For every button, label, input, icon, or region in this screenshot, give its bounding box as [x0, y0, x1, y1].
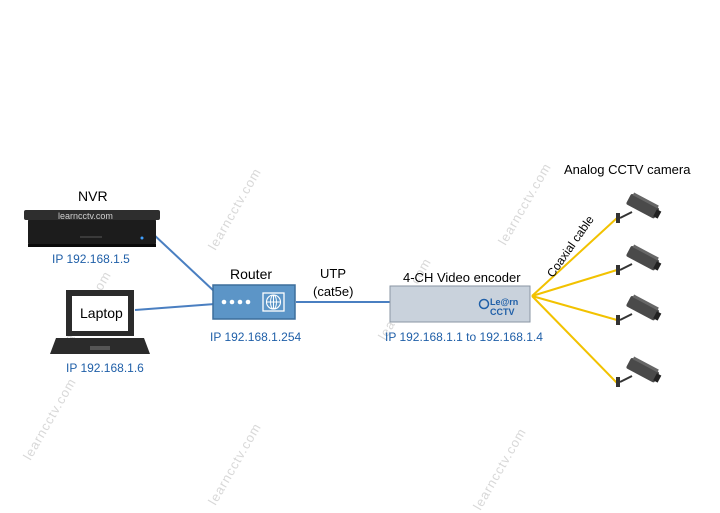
- encoder-logo-line2: CCTV: [490, 307, 515, 317]
- nvr-device: [24, 210, 160, 247]
- video-encoder-device: [389, 285, 531, 323]
- encoder-ip: IP 192.168.1.1 to 192.168.1.4: [385, 330, 543, 344]
- laptop-ip: IP 192.168.1.6: [66, 361, 144, 375]
- nvr-router-link: [151, 232, 216, 293]
- laptop-title: Laptop: [80, 305, 123, 321]
- camera-icon-1: [616, 192, 662, 223]
- router-device: [212, 284, 296, 320]
- coaxial-cables: [531, 217, 618, 384]
- encoder-logo-line1: Le@rn: [490, 297, 519, 307]
- link-cable-label: (cat5e): [313, 284, 354, 299]
- router-title: Router: [230, 266, 273, 282]
- router-ip: IP 192.168.1.254: [210, 330, 302, 344]
- nvr-screen-text: learncctv.com: [58, 211, 113, 221]
- camera-icon-2: [616, 244, 662, 275]
- laptop-router-link: [134, 303, 216, 311]
- nvr-title: NVR: [78, 188, 108, 204]
- cameras-title: Analog CCTV camera: [564, 162, 691, 177]
- camera-icon-3: [616, 294, 662, 325]
- camera-icon-4: [616, 356, 662, 387]
- nvr-ip: IP 192.168.1.5: [52, 252, 130, 266]
- laptop-icon: [50, 290, 150, 354]
- link-type-label: UTP: [320, 266, 346, 281]
- encoder-title: 4-CH Video encoder: [403, 270, 521, 285]
